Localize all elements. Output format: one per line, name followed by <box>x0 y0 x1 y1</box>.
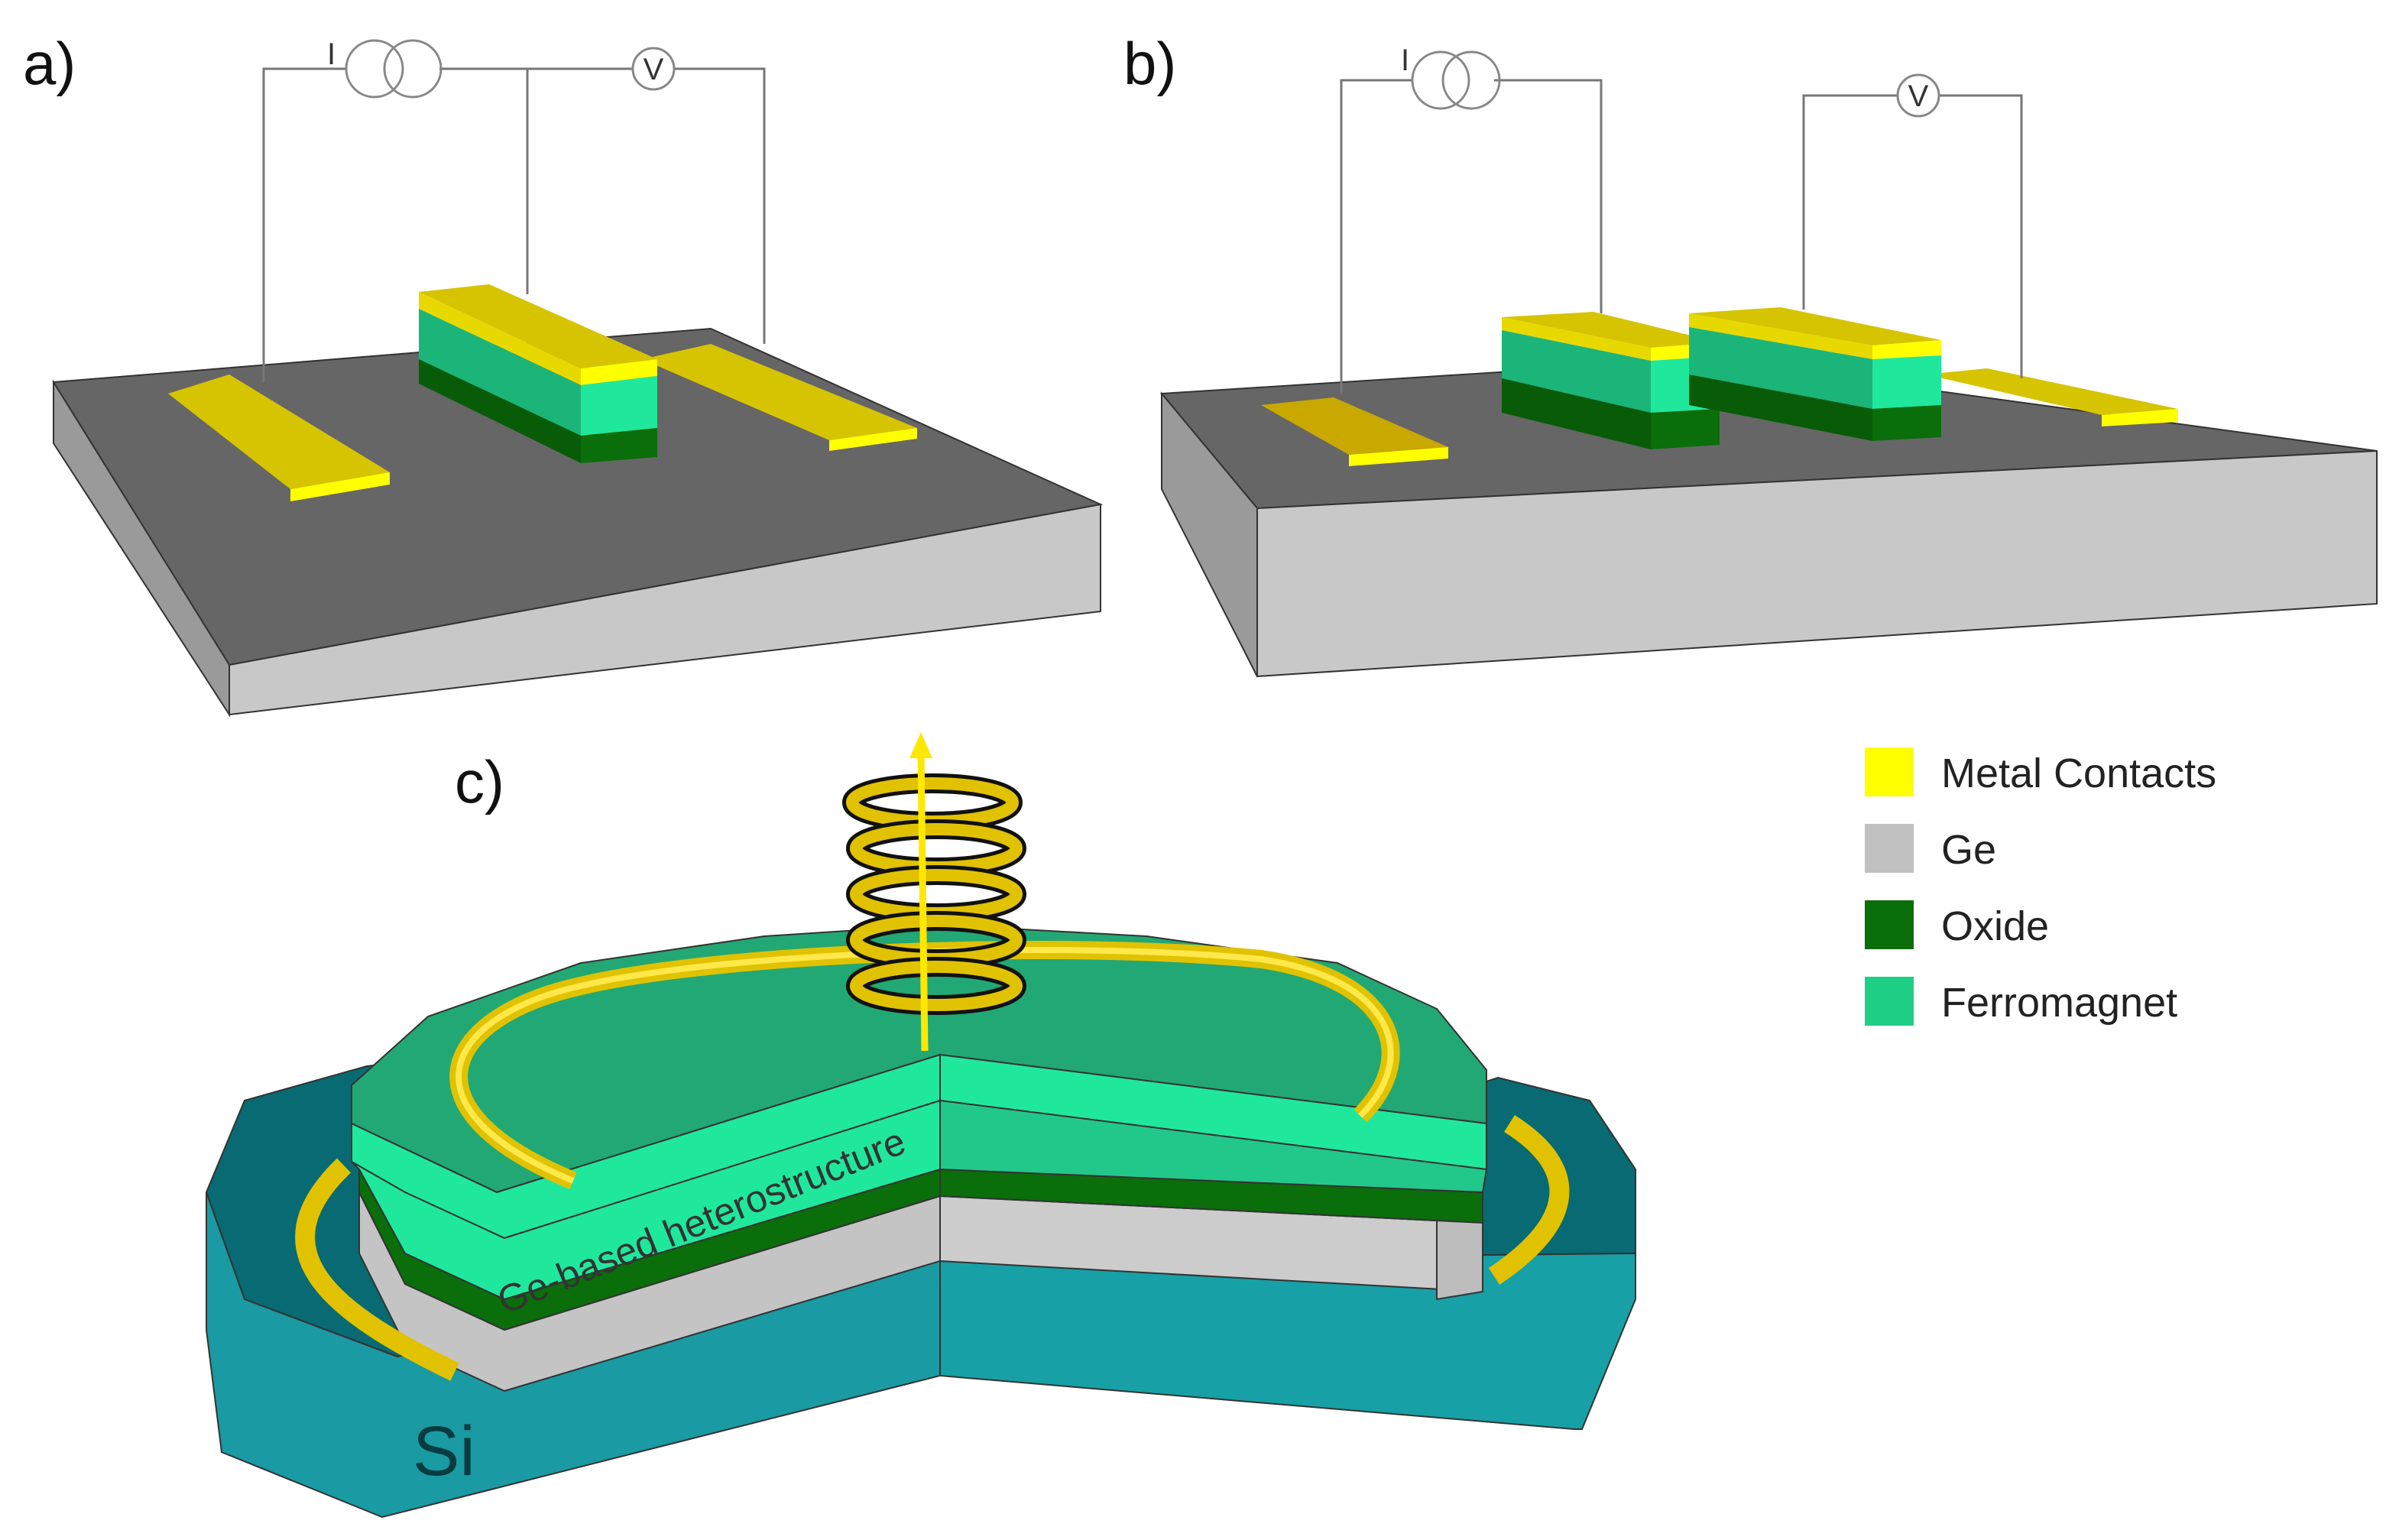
panel-a-metal-contact-left-edge <box>290 472 390 501</box>
panel-b-wire-current-right <box>1494 79 1603 313</box>
panel-c-ferromagnet-under-right <box>939 1099 1488 1194</box>
panel-b-current-source-circle-left <box>1411 50 1470 110</box>
panel-a-voltmeter-circle <box>631 47 676 91</box>
panel-c-coil-turn-3 <box>850 869 1023 919</box>
panel-a-current-source: I <box>327 37 443 99</box>
panel-b-stack2-ferromagnet-front <box>1872 355 1941 409</box>
panel-a-current-source-circle-right <box>383 39 443 99</box>
panel-b: b) I <box>1123 30 2378 678</box>
legend-swatch-oxide <box>1865 900 1914 949</box>
panel-c-field-arrow-shaft <box>917 752 929 1052</box>
panel-b-current-source-circle-right <box>1441 50 1501 110</box>
panel-b-metal-contact-right <box>1926 368 2178 415</box>
panel-b-substrate-left <box>1161 391 1258 677</box>
panel-b-label: b) <box>1123 30 1176 97</box>
panel-a-current-source-circle-left <box>345 39 404 99</box>
panel-c-metal-arc-si-left <box>295 1158 459 1381</box>
panel-c-label: c) <box>455 748 504 815</box>
panel-a-wire-voltmeter-right <box>673 67 766 344</box>
legend-swatch-metal-contacts <box>1865 747 1914 796</box>
panel-a-stack-metal-left <box>419 292 581 385</box>
panel-a: a) I V <box>23 30 1104 718</box>
legend-label-oxide: Oxide <box>1941 903 2049 949</box>
panel-a-metal-contact-right-edge <box>829 428 917 451</box>
legend-label-ferromagnet: Ferromagnet <box>1941 980 2177 1026</box>
panel-b-stack1-metal-left <box>1502 317 1651 361</box>
panel-b-current-source-label: I <box>1401 44 1409 77</box>
panel-b-stack1-ferromagnet-left <box>1502 330 1651 413</box>
panel-b-stack1-oxide-front <box>1651 409 1720 449</box>
panel-b-voltmeter-label: V <box>1908 79 1929 113</box>
panel-a-current-source-label: I <box>327 37 336 71</box>
panel-b-stack2-oxide-front <box>1872 405 1941 441</box>
panel-c-metal-arc-top-highlight <box>455 946 1394 1184</box>
panel-c-metal-arc-si-right <box>1488 1115 1570 1285</box>
panel-a-stack-metal-front <box>581 359 657 385</box>
panel-b-wire-current-left <box>1340 79 1418 394</box>
panel-a-oxide-left <box>419 359 581 463</box>
panel-b-stack1-oxide-left <box>1502 378 1651 449</box>
panel-a-wire-to-stack <box>439 67 529 294</box>
panel-b-wire-voltmeter-right <box>1937 94 2023 378</box>
panel-b-stack2-metal-left <box>1689 313 1872 359</box>
legend-swatch-ferromagnet <box>1865 977 1914 1026</box>
panel-b-current-source: I <box>1401 44 1501 110</box>
panel-b-metal-contact-left <box>1261 397 1448 455</box>
legend-label-ge: Ge <box>1941 827 1996 873</box>
panel-b-voltmeter-circle <box>1896 73 1940 118</box>
panel-a-voltmeter: V <box>631 47 676 91</box>
panel-c-coil-turn-1 <box>846 777 1019 828</box>
panel-b-stack2-top <box>1689 307 1941 345</box>
panel-b-stack2-ferromagnet-left <box>1689 327 1872 409</box>
panel-a-ferromagnet-front <box>581 376 657 436</box>
panel-c: c) Ge-based heterostructure Si <box>205 732 1636 1519</box>
panel-c-coil-turn-2 <box>850 823 1023 874</box>
panel-b-metal-contact-right-edge <box>2102 409 2178 426</box>
panel-c-coil <box>842 773 1026 1015</box>
legend: Metal Contacts Ge Oxide Ferromagnet <box>1865 747 2216 1026</box>
legend-swatch-ge <box>1865 824 1914 873</box>
panel-b-metal-contact-left-edge <box>1349 447 1448 466</box>
panel-c-si-side-right <box>939 1252 1636 1430</box>
panel-c-coil-turn-5 <box>850 961 1023 1011</box>
panel-a-oxide-front <box>581 428 657 463</box>
legend-label-metal-contacts: Metal Contacts <box>1941 751 2216 796</box>
panel-c-si-label: Si <box>413 1412 475 1490</box>
panel-a-metal-contact-right <box>642 344 917 440</box>
panel-a-voltmeter-label: V <box>644 53 664 86</box>
panel-c-field-arrow-head <box>909 732 932 758</box>
panel-a-substrate-left <box>53 379 230 718</box>
panel-b-voltmeter: V <box>1896 73 1940 118</box>
panel-a-metal-contact-left <box>168 374 390 489</box>
panel-a-wire-current-loop <box>262 67 348 382</box>
panel-b-stack2-metal-front <box>1872 340 1941 359</box>
panel-b-wire-voltmeter-left <box>1802 94 1899 310</box>
panel-b-stack2-oxide-left <box>1689 374 1872 441</box>
panel-a-stack-top <box>419 284 657 368</box>
panel-a-ferromagnet-left <box>419 309 581 436</box>
panel-a-label: a) <box>23 30 76 97</box>
panel-b-stack1-top <box>1502 312 1720 348</box>
